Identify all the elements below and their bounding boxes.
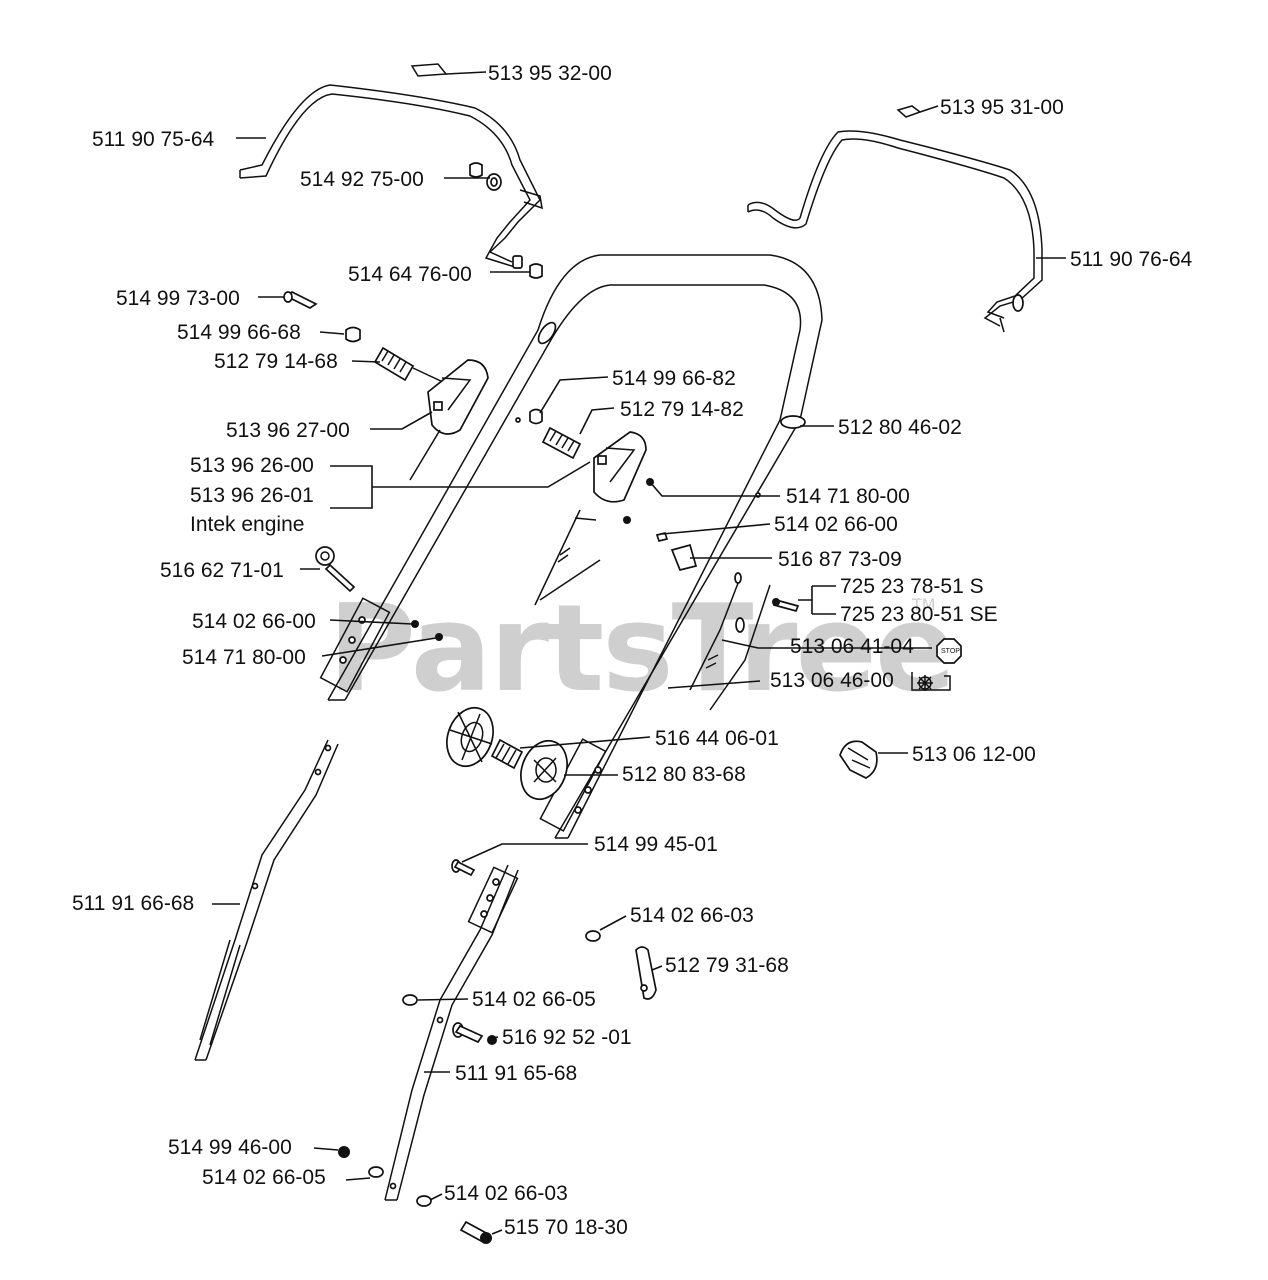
knob-nut-part	[469, 162, 502, 191]
gear-icon	[911, 672, 951, 691]
part-label: 513 06 41-04	[790, 635, 914, 658]
screw-part	[772, 598, 800, 613]
nut-part	[338, 1146, 350, 1158]
part-label: 512 79 14-82	[620, 398, 744, 421]
decal-part	[410, 63, 448, 77]
watermark-tm: TM	[911, 595, 936, 614]
stop-sign-icon: STOP	[936, 638, 962, 664]
small-nut-part	[623, 516, 631, 524]
part-label: 513 96 26-00	[190, 454, 314, 477]
part-label: 514 99 46-00	[168, 1136, 292, 1159]
lower-handle-right-part	[384, 864, 519, 1201]
control-lever-part	[409, 359, 489, 481]
part-label: 725 23 78-51 S	[840, 575, 984, 598]
washer-part	[416, 1195, 432, 1207]
adjuster-screw-part	[373, 346, 444, 383]
washer-part	[585, 930, 601, 942]
part-label: 514 99 45-01	[594, 833, 718, 856]
part-label: 515 70 18-30	[504, 1216, 628, 1239]
part-label: 725 23 80-51 SE	[840, 603, 998, 626]
part-label: 513 06 12-00	[912, 743, 1036, 766]
part-label: 512 80 46-02	[838, 416, 962, 439]
washer-part	[368, 1166, 384, 1178]
part-label: 514 02 66-05	[472, 988, 596, 1011]
part-label: 512 80 83-68	[622, 763, 746, 786]
bolt-part	[459, 1220, 492, 1244]
eye-bolt-part	[315, 546, 356, 593]
part-label: 513 95 32-00	[488, 62, 612, 85]
part-label: 514 02 66-00	[192, 610, 316, 633]
throttle-cable-part	[534, 509, 771, 711]
part-label: 514 99 66-82	[612, 367, 736, 390]
part-labels: 513 95 32-00 513 95 31-00 511 90 75-64 5…	[72, 62, 1193, 1239]
part-label: 514 99 73-00	[116, 287, 240, 310]
part-label: 513 96 26-01	[190, 484, 314, 507]
part-label: 514 02 66-03	[444, 1182, 568, 1205]
lower-handle-left-part	[194, 739, 339, 1061]
part-label: 513 95 31-00	[940, 96, 1064, 119]
washer-part	[402, 994, 418, 1006]
cap-part	[529, 263, 543, 279]
bolt-part	[451, 859, 476, 877]
leader-lines	[212, 71, 1066, 1235]
part-label: 514 02 66-03	[630, 904, 754, 927]
small-nut-part	[411, 620, 419, 628]
part-label: 511 90 75-64	[92, 128, 215, 151]
part-label: 513 06 46-00	[770, 669, 894, 692]
bolt-part	[283, 291, 318, 309]
svg-text:STOP: STOP	[941, 648, 960, 655]
nut-part	[529, 408, 543, 425]
watermark: PartsTree	[328, 580, 954, 719]
part-label: 516 62 71-01	[160, 559, 284, 582]
cable-clip-part	[670, 543, 698, 572]
part-label: 514 71 80-00	[182, 646, 306, 669]
main-handle-part	[319, 254, 823, 839]
cable-clamp-part	[839, 740, 878, 779]
part-label: Intek engine	[190, 513, 304, 536]
part-label: 516 87 73-09	[778, 548, 902, 571]
adjustment-knob-part	[446, 706, 524, 770]
nut-part	[345, 326, 361, 343]
part-label: 516 92 52 -01	[502, 1026, 632, 1049]
part-label: 514 02 66-00	[774, 513, 898, 536]
part-label: 514 64 76-00	[348, 263, 472, 286]
part-label: 511 91 66-68	[72, 892, 194, 915]
part-label: 511 90 76-64	[1070, 248, 1193, 271]
part-label: 512 79 31-68	[665, 954, 789, 977]
upper-handle-right-part	[747, 130, 1043, 333]
part-label: 512 79 14-68	[214, 350, 338, 373]
part-label: 514 02 66-05	[202, 1166, 326, 1189]
control-lever-part	[539, 431, 647, 601]
locking-knob-part	[520, 739, 568, 801]
decal-part	[896, 105, 922, 118]
upper-handle-left-part	[239, 84, 543, 269]
bolt-part	[452, 1022, 497, 1045]
part-label: 513 96 27-00	[226, 419, 350, 442]
small-nut-part	[435, 633, 443, 641]
adjuster-screw-part	[541, 426, 582, 460]
part-label: 514 71 80-00	[786, 485, 910, 508]
part-label: 516 44 06-01	[655, 727, 779, 750]
part-label: 514 99 66-68	[177, 321, 301, 344]
part-label: 514 92 75-00	[300, 168, 424, 191]
part-label: 511 91 65-68	[455, 1062, 577, 1085]
clamp-plate-part	[635, 946, 657, 1000]
